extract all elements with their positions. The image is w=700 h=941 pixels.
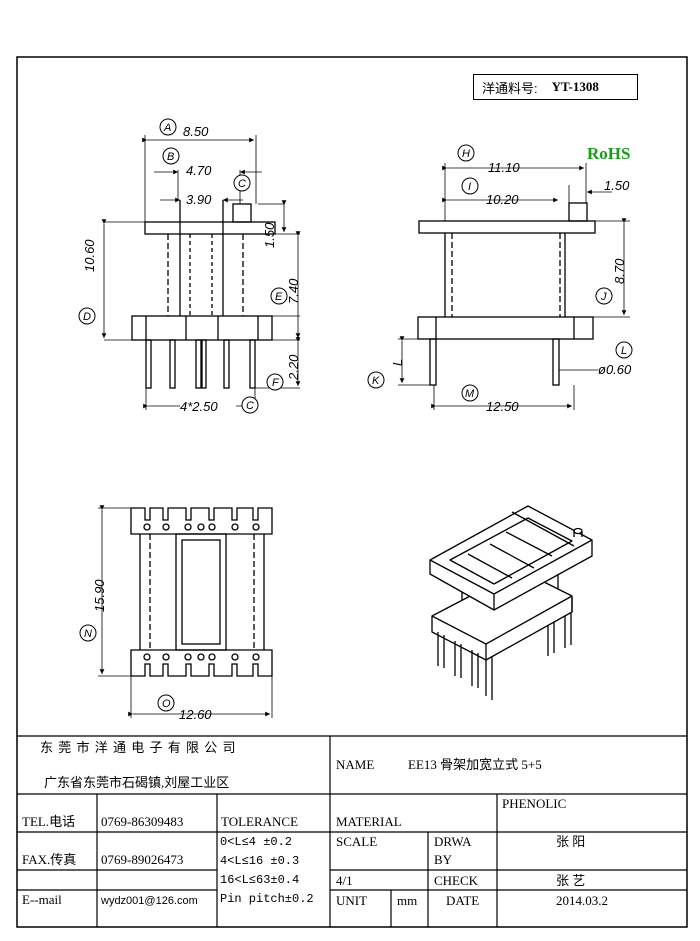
scale-label: SCALE [336, 834, 378, 849]
tel-value: 0769-86309483 [101, 814, 184, 829]
dim-e2: 7.40 [286, 278, 301, 304]
part-number-box: 洋通料号: YT-1308 [473, 74, 638, 100]
callout-c: C [238, 178, 246, 190]
callout-f: F [272, 377, 279, 389]
callout-e: E [275, 291, 283, 303]
tolerance-2: 4<L≤16 ±0.3 [220, 854, 300, 868]
unit-label: UNIT [336, 893, 368, 908]
rohs-mark: RoHS [587, 144, 631, 163]
material-value: PHENOLIC [502, 796, 567, 811]
dim-i: 10.20 [486, 192, 519, 207]
email-label: E--mail [22, 892, 62, 907]
material-label: MATERIAL [336, 814, 402, 829]
drawn-label-2: BY [434, 852, 453, 867]
bottom-view [130, 507, 273, 677]
date-value: 2014.03.2 [556, 893, 608, 908]
callout-l: L [621, 345, 628, 357]
dim-b: 4.70 [186, 163, 212, 178]
fax-value: 0769-89026473 [101, 852, 184, 867]
company-name: 东 莞 市 洋 通 电 子 有 限 公 司 [40, 740, 237, 755]
dim-h: 11.10 [488, 160, 520, 175]
callout-d: D [83, 311, 91, 323]
dim-flange: 1.50 [604, 178, 630, 193]
dim-k: L [390, 358, 405, 366]
dim-d: 10.60 [82, 239, 97, 272]
dim-f: 2.20 [286, 354, 301, 380]
callout-m: M [465, 388, 475, 400]
check-value: 张 艺 [556, 873, 586, 888]
scale-value: 4/1 [336, 873, 353, 888]
tolerance-3: 16<L≤63±0.4 [220, 873, 300, 887]
part-number-label: 洋通料号: [482, 80, 538, 96]
front-view [131, 200, 276, 389]
dim-m: 12.50 [486, 399, 519, 414]
dim-j: 8.70 [612, 258, 627, 284]
email-value: wydz001@126.com [101, 895, 198, 907]
callout-b: B [167, 151, 175, 163]
dim-n: 15.90 [92, 579, 107, 612]
fax-label: FAX.传真 [22, 852, 77, 867]
callout-a: A [164, 122, 172, 134]
callout-o: O [162, 698, 171, 710]
isometric-view [429, 505, 593, 700]
callout-k: K [372, 375, 380, 387]
check-label: CHECK [434, 873, 479, 888]
unit-value: mm [397, 893, 418, 908]
dim-pitch: 4*2.50 [180, 399, 218, 414]
dim-o: 12.60 [179, 707, 212, 722]
callout-i: I [468, 181, 472, 193]
name-label: NAME [336, 757, 375, 772]
dim-pin: ø0.60 [598, 362, 632, 377]
name-value: EE13 骨架加宽立式 5+5 [408, 757, 542, 772]
drawn-value: 张 阳 [556, 834, 586, 849]
company-address: 广东省东莞市石碣镇,刘屋工业区 [44, 775, 230, 790]
tolerance-1: 0<L≤4 ±0.2 [220, 835, 293, 849]
date-label: DATE [446, 893, 480, 908]
tolerance-label: TOLERANCE [221, 814, 299, 829]
tolerance-4: Pin pitch±0.2 [220, 892, 314, 906]
tel-label: TEL.电话 [22, 814, 76, 829]
bottom-view-dims [98, 505, 273, 718]
dim-e1: 1.50 [262, 222, 277, 248]
side-view [417, 202, 596, 386]
callout-n: N [84, 628, 92, 640]
callout-c2: C [246, 400, 254, 412]
drawn-label-1: DRWA [434, 834, 472, 849]
side-view-dims [398, 163, 630, 410]
part-number-value: YT-1308 [551, 79, 599, 94]
dim-c-top: 3.90 [186, 192, 212, 207]
callout-j: J [601, 291, 607, 303]
callout-h: H [462, 148, 470, 160]
sheet-border [16, 56, 688, 928]
dim-a: 8.50 [183, 124, 209, 139]
title-block-lines [17, 735, 687, 927]
